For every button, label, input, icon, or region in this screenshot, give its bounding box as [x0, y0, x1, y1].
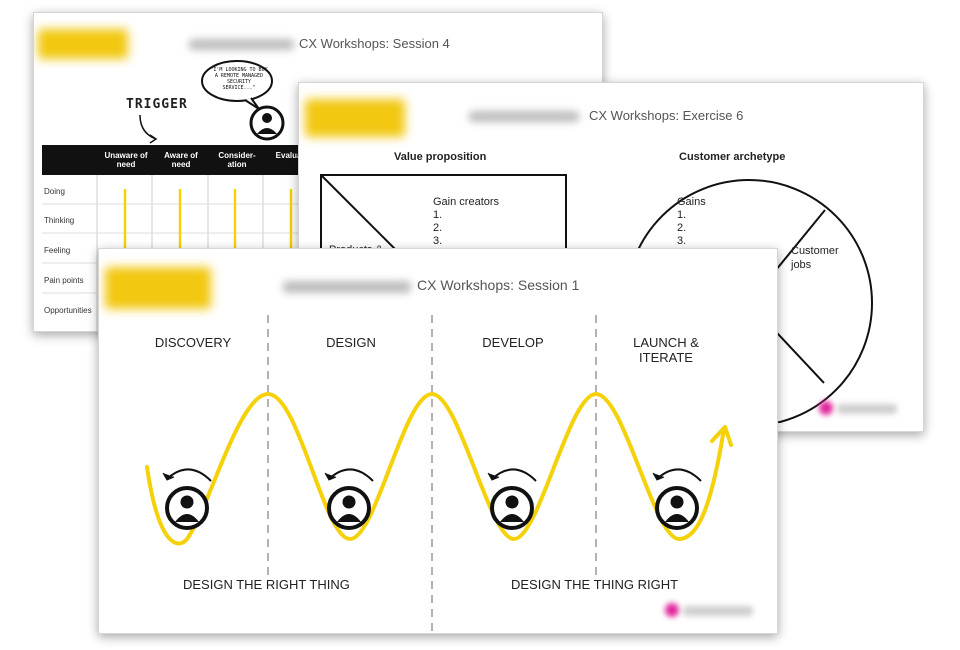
persona-icon [327, 486, 371, 530]
gain-creator-item: 3. [433, 235, 443, 247]
phase-label-develop: DEVELOP [449, 335, 577, 350]
gain-creators-label: Gain creators [433, 196, 500, 208]
persona-avatar-icon [249, 105, 285, 141]
table-row-label: Opportunities [44, 306, 92, 315]
value-proposition-square [320, 174, 567, 263]
company-name-blurred [283, 281, 411, 293]
phase-label-discovery: DISCOVERY [129, 335, 257, 350]
gain-creator-item: 1. [433, 209, 443, 221]
company-name-blurred [189, 39, 294, 50]
company-name-blurred [469, 111, 579, 122]
slide-title: CX Workshops: Session 4 [299, 36, 450, 51]
iteration-arrow-icon [324, 468, 374, 482]
table-column-header: Aware of need [164, 151, 198, 169]
table-row-label: Doing [44, 187, 65, 196]
company-logo [105, 267, 211, 309]
speech-bubble-text: "I'M LOOKING TO BUY A REMOTE MANAGED SEC… [210, 67, 268, 91]
phase-label-line: DEVELOP [482, 335, 544, 350]
phase-label-design: DESIGN [287, 335, 415, 350]
iteration-arrow-icon [487, 468, 537, 482]
customer-jobs-label: jobs [791, 259, 812, 271]
persona-icon [490, 486, 534, 530]
phase-label-line: ITERATE [639, 350, 693, 365]
slide-title: CX Workshops: Exercise 6 [589, 108, 744, 123]
phase-label-line: LAUNCH & [633, 335, 699, 350]
table-row-label: Pain points [44, 276, 84, 285]
table-row-label: Thinking [44, 216, 75, 225]
customer-archetype-heading: Customer archetype [679, 151, 786, 163]
table-column-header: Unaware of need [104, 151, 148, 169]
brand-logo-text-blurred [837, 404, 897, 414]
persona-icon [165, 486, 209, 530]
design-thing-right-label: DESIGN THE THING RIGHT [511, 577, 679, 592]
trigger-label: TRIGGER [126, 97, 188, 112]
customer-jobs-label: Customer [791, 245, 839, 257]
company-logo [305, 99, 405, 137]
gain-creator-item: 2. [433, 222, 443, 234]
brand-logo-mark [819, 401, 833, 415]
phase-label-launch-iterate: LAUNCH & ITERATE [602, 335, 730, 365]
slide-session-1[interactable]: CX Workshops: Session 1 DISCOVERY DESIGN… [98, 248, 778, 634]
phase-label-line: DESIGN [326, 335, 376, 350]
persona-icon [655, 486, 699, 530]
design-right-thing-label: DESIGN THE RIGHT THING [183, 577, 350, 592]
slide-title: CX Workshops: Session 1 [417, 277, 580, 293]
gains-item: 2. [677, 222, 687, 234]
table-column-header: Consider-ation [218, 151, 256, 169]
gains-item: 3. [677, 235, 687, 247]
gains-item: 1. [677, 209, 687, 221]
brand-logo-mark [665, 603, 679, 617]
gains-label: Gains [677, 196, 706, 208]
trigger-arrow-icon [139, 114, 158, 144]
double-diamond-wave [145, 315, 733, 633]
brand-logo-text-blurred [683, 606, 753, 616]
iteration-arrow-icon [652, 468, 702, 482]
table-column-header: Evaluati [275, 151, 307, 160]
value-proposition-heading: Value proposition [394, 151, 487, 163]
iteration-arrow-icon [162, 468, 212, 482]
company-logo [38, 29, 128, 59]
table-row-label: Feeling [44, 246, 71, 255]
phase-label-line: DISCOVERY [154, 335, 232, 350]
